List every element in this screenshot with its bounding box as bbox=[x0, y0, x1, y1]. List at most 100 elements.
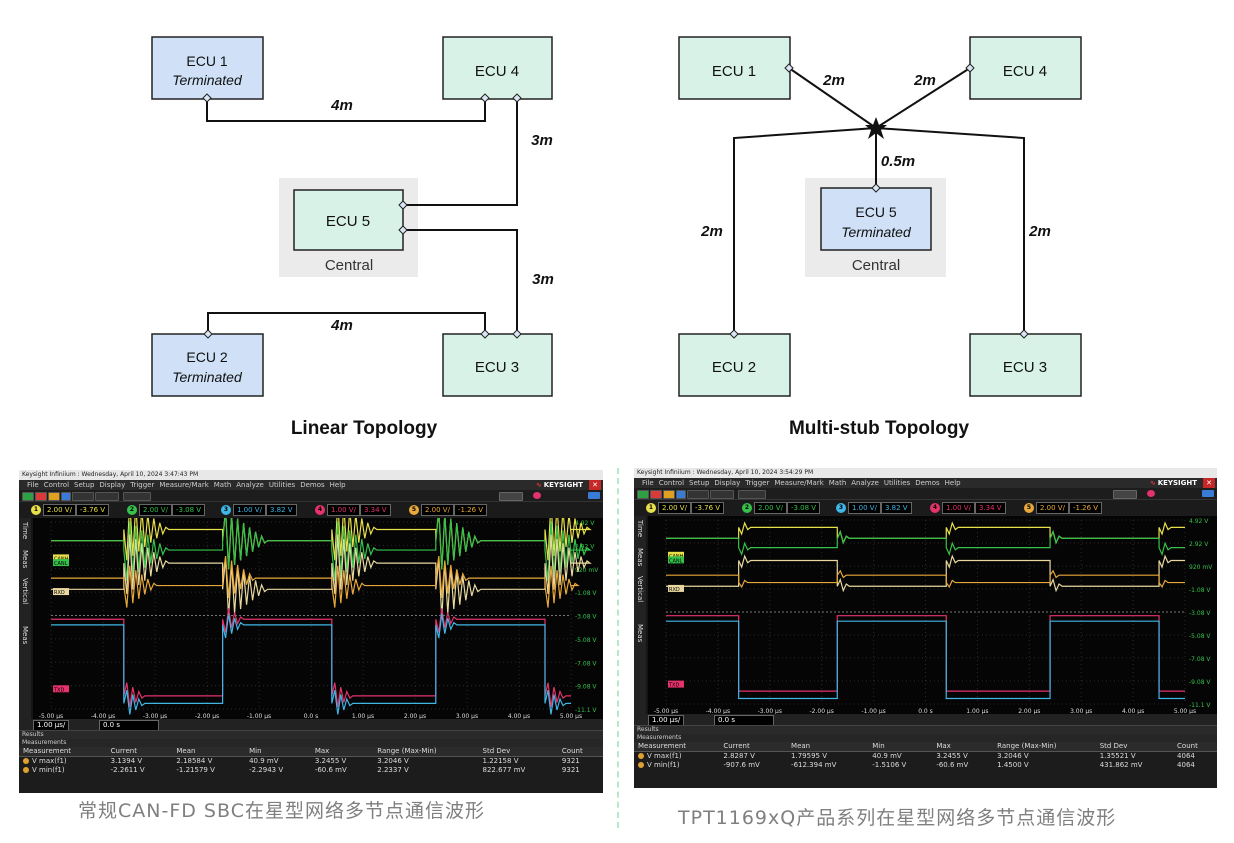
channel-2-offset[interactable]: -3.08 V bbox=[171, 504, 206, 516]
toolbar-button[interactable] bbox=[123, 492, 151, 501]
menu-item-measuremark[interactable]: Measure/Mark bbox=[159, 481, 209, 489]
toolbar-button[interactable] bbox=[738, 490, 766, 499]
trigger-indicator[interactable] bbox=[1147, 490, 1155, 497]
auto-button[interactable] bbox=[499, 492, 523, 501]
channel-4-icon[interactable]: 4 bbox=[930, 503, 940, 513]
channel-4-scale[interactable]: 1.00 V/ bbox=[942, 502, 975, 514]
menu-item-control[interactable]: Control bbox=[658, 479, 685, 487]
timebase-control[interactable]: 1.00 µs/ bbox=[33, 720, 70, 731]
menu-item-trigger[interactable]: Trigger bbox=[745, 479, 770, 487]
channel-1-icon[interactable]: 1 bbox=[31, 505, 41, 515]
table-row[interactable]: V min(f1)-907.6 mV-612.394 mV-1.5106 V-6… bbox=[634, 761, 1217, 770]
side-tab[interactable]: Vertical bbox=[21, 578, 29, 605]
close-icon[interactable]: ✕ bbox=[1203, 478, 1215, 488]
toolbar-button[interactable] bbox=[637, 490, 649, 499]
channel-1-offset[interactable]: -3.76 V bbox=[75, 504, 110, 516]
menu-item-display[interactable]: Display bbox=[714, 479, 741, 487]
menu-item-demos[interactable]: Demos bbox=[915, 479, 940, 487]
menu-item-analyze[interactable]: Analyze bbox=[236, 481, 264, 489]
menu-item-file[interactable]: File bbox=[642, 479, 654, 487]
channel-tag-can_l[interactable]: CANL bbox=[53, 559, 69, 567]
channel-3-scale[interactable]: 1.00 V/ bbox=[233, 504, 266, 516]
side-tab[interactable]: Time bbox=[21, 522, 29, 540]
channel-5-icon[interactable]: 5 bbox=[409, 505, 419, 515]
toolbar-button[interactable] bbox=[35, 492, 47, 501]
help-button[interactable] bbox=[588, 492, 600, 499]
menu-item-analyze[interactable]: Analyze bbox=[851, 479, 879, 487]
menu-item-display[interactable]: Display bbox=[99, 481, 126, 489]
toolbar-button[interactable] bbox=[687, 490, 709, 499]
menu-item-file[interactable]: File bbox=[27, 481, 39, 489]
channel-1-offset[interactable]: -3.76 V bbox=[690, 502, 725, 514]
channel-1-scale[interactable]: 2.00 V/ bbox=[43, 504, 76, 516]
toolbar-button[interactable] bbox=[650, 490, 662, 499]
side-tab[interactable]: Meas bbox=[21, 550, 29, 569]
channel-4-offset[interactable]: 3.34 V bbox=[974, 502, 1006, 514]
menu-item-utilities[interactable]: Utilities bbox=[268, 481, 296, 489]
trigger-indicator[interactable] bbox=[533, 492, 541, 499]
channel-2-icon[interactable]: 2 bbox=[127, 505, 137, 515]
help-button[interactable] bbox=[1202, 490, 1214, 497]
toolbar-button[interactable] bbox=[48, 492, 60, 501]
channel-tag-txd[interactable]: TXD bbox=[668, 680, 684, 689]
side-tab[interactable]: Vertical bbox=[636, 576, 644, 603]
menu-item-control[interactable]: Control bbox=[43, 481, 70, 489]
channel-2-scale[interactable]: 2.00 V/ bbox=[754, 502, 787, 514]
channel-3-icon[interactable]: 3 bbox=[836, 503, 846, 513]
channel-4-icon[interactable]: 4 bbox=[315, 505, 325, 515]
menu-item-measuremark[interactable]: Measure/Mark bbox=[774, 479, 824, 487]
table-row[interactable]: V min(f1)-2.2611 V-1.21579 V-2.2943 V-60… bbox=[19, 766, 603, 775]
menu-item-setup[interactable]: Setup bbox=[74, 481, 95, 489]
channel-3-offset[interactable]: 3.82 V bbox=[265, 504, 297, 516]
channel-5-scale[interactable]: 2.00 V/ bbox=[1036, 502, 1069, 514]
timebase-control[interactable]: 1.00 µs/ bbox=[648, 715, 685, 726]
channel-2-scale[interactable]: 2.00 V/ bbox=[139, 504, 172, 516]
close-icon[interactable]: ✕ bbox=[589, 480, 601, 490]
channel-5-scale[interactable]: 2.00 V/ bbox=[421, 504, 454, 516]
channel-tag-txd[interactable]: TXD bbox=[53, 685, 69, 693]
menu-item-help[interactable]: Help bbox=[329, 481, 346, 489]
toolbar-button[interactable] bbox=[676, 490, 686, 499]
channel-5-icon[interactable]: 5 bbox=[1024, 503, 1034, 513]
channel-3-icon[interactable]: 3 bbox=[221, 505, 231, 515]
side-tab[interactable]: Meas bbox=[636, 548, 644, 567]
channel-tag-rxd[interactable]: RXD bbox=[668, 584, 684, 593]
channel-5-offset[interactable]: -1.26 V bbox=[1068, 502, 1103, 514]
channel-1-scale[interactable]: 2.00 V/ bbox=[658, 502, 691, 514]
delay-control[interactable]: 0.0 s bbox=[714, 715, 774, 726]
channel-4-scale[interactable]: 1.00 V/ bbox=[327, 504, 360, 516]
menu-item-setup[interactable]: Setup bbox=[689, 479, 710, 487]
toolbar-button[interactable] bbox=[22, 492, 34, 501]
channel-4-offset[interactable]: 3.34 V bbox=[359, 504, 391, 516]
toolbar-button[interactable] bbox=[710, 490, 734, 499]
toolbar-button[interactable] bbox=[95, 492, 119, 501]
auto-button[interactable] bbox=[1113, 490, 1137, 499]
side-tab[interactable]: Meas bbox=[636, 624, 644, 643]
toolbar-button[interactable] bbox=[663, 490, 675, 499]
channel-2-offset[interactable]: -3.08 V bbox=[786, 502, 821, 514]
channel-5-offset[interactable]: -1.26 V bbox=[453, 504, 488, 516]
menu-item-help[interactable]: Help bbox=[944, 479, 961, 487]
toolbar-button[interactable] bbox=[61, 492, 71, 501]
menu-item-trigger[interactable]: Trigger bbox=[130, 481, 155, 489]
toolbar-button[interactable] bbox=[72, 492, 94, 501]
channel-3-scale[interactable]: 1.00 V/ bbox=[848, 502, 881, 514]
menu-item-math[interactable]: Math bbox=[828, 479, 847, 487]
side-tab[interactable]: Meas bbox=[21, 626, 29, 645]
menu-item-math[interactable]: Math bbox=[213, 481, 232, 489]
channel-1-icon[interactable]: 1 bbox=[646, 503, 656, 513]
side-tab[interactable]: Time bbox=[636, 520, 644, 538]
menu-item-demos[interactable]: Demos bbox=[300, 481, 325, 489]
